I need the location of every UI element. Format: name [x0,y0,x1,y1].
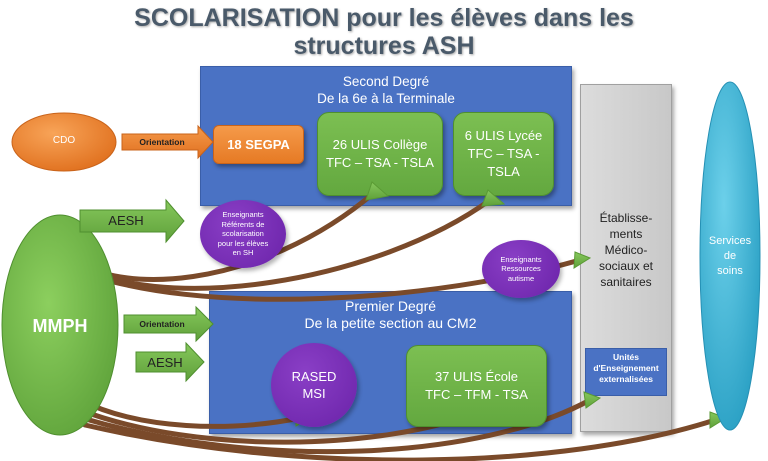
ulis-ecole-line-2: TFC – TFM - TSA [425,387,528,402]
res-line-3: autisme [507,273,535,283]
unites-line-1: Unités [613,352,639,362]
etab-line-4: sociaux et [598,259,654,273]
ulis-college-line-2: TFC – TSA - TSLA [326,155,434,170]
arrowhead-college [365,181,390,201]
aesh-top-label: AESH [108,213,144,228]
rased-circle: RASED MSI [271,343,357,427]
etab-line-1: Établisse- [599,211,653,225]
mmph-label: MMPH [32,316,88,336]
mmph-oval [1,214,119,436]
ulis-lycee-line-1: 6 ULIS Lycée [464,128,543,143]
ulis-college-box: 26 ULIS Collège TFC – TSA - TSLA [317,112,443,196]
curve-to-rased [77,397,303,429]
curve-to-services [82,417,718,461]
ulis-lycee-line-3: TSLA [487,164,520,179]
segpa-box: 18 SEGPA [213,125,304,164]
orientation-top-label: Orientation [139,137,185,147]
ref-line-3: scolarisation [222,229,264,239]
title-line-2: structures ASH [293,32,475,60]
services-oval [699,81,761,431]
unites-line-3: externalisées [599,374,653,384]
ulis-lycee-line-2: TFC – TSA - [467,146,540,161]
unites-line-2: d'Enseignement [593,363,659,373]
diagram-title: SCOLARISATION pour les élèves dans les s… [0,4,768,60]
premier-degre-heading: Premier Degré [344,298,437,314]
arrowhead-unites [583,391,602,409]
services-line-1: Services [708,235,752,247]
orientation-top-arrow [121,124,214,160]
enseignants-referents-circle: Enseignants Référents de scolarisation p… [200,200,286,268]
ref-line-5: en SH [232,248,254,258]
rased-line-2: MSI [302,386,326,401]
ulis-lycee-box: 6 ULIS Lycée TFC – TSA - TSLA [453,112,554,196]
services-line-2: de [723,250,737,262]
second-degre-subheading: De la 6e à la Terminale [317,91,455,106]
second-degre-heading: Second Degré [342,74,430,89]
aesh-top-arrow [79,198,185,244]
ulis-ecole-box: 37 ULIS École TFC – TFM - TSA [406,345,547,427]
res-line-1: Enseignants [500,254,542,264]
services-line-3: soins [717,265,743,277]
cdo-label: CDO [52,135,76,146]
aesh-bottom-arrow [135,341,205,383]
ulis-ecole-line-1: 37 ULIS École [434,369,519,384]
title-line-1: SCOLARISATION pour les élèves dans les [134,4,634,32]
premier-degre-subheading: De la petite section au CM2 [304,315,477,331]
res-line-2: Ressources [501,264,541,274]
etablissements-label: Établisse- ments Médico- sociaux et sani… [582,210,670,290]
etab-line-2: ments [609,227,643,241]
aesh-bottom-label: AESH [147,355,183,370]
cdo-oval [11,112,117,172]
arrowhead-lycee [481,189,506,207]
services-label: Services de soins [700,234,760,279]
ref-line-1: Enseignants [222,210,264,220]
ulis-college-line-1: 26 ULIS Collège [332,137,428,152]
enseignants-ressources-circle: Enseignants Ressources autisme [482,240,560,298]
etab-line-3: Médico- [604,243,648,257]
unites-box: Unités d'Enseignement externalisées [585,348,667,396]
orientation-bottom-label: Orientation [139,319,185,329]
ref-line-4: pour les élèves [217,238,269,248]
segpa-label: 18 SEGPA [227,137,290,152]
etab-line-5: sanitaires [600,275,652,289]
orientation-bottom-arrow [123,305,214,343]
ref-line-2: Référents de [221,219,265,229]
rased-line-1: RASED [291,369,337,384]
arrowhead-etab [573,251,592,269]
